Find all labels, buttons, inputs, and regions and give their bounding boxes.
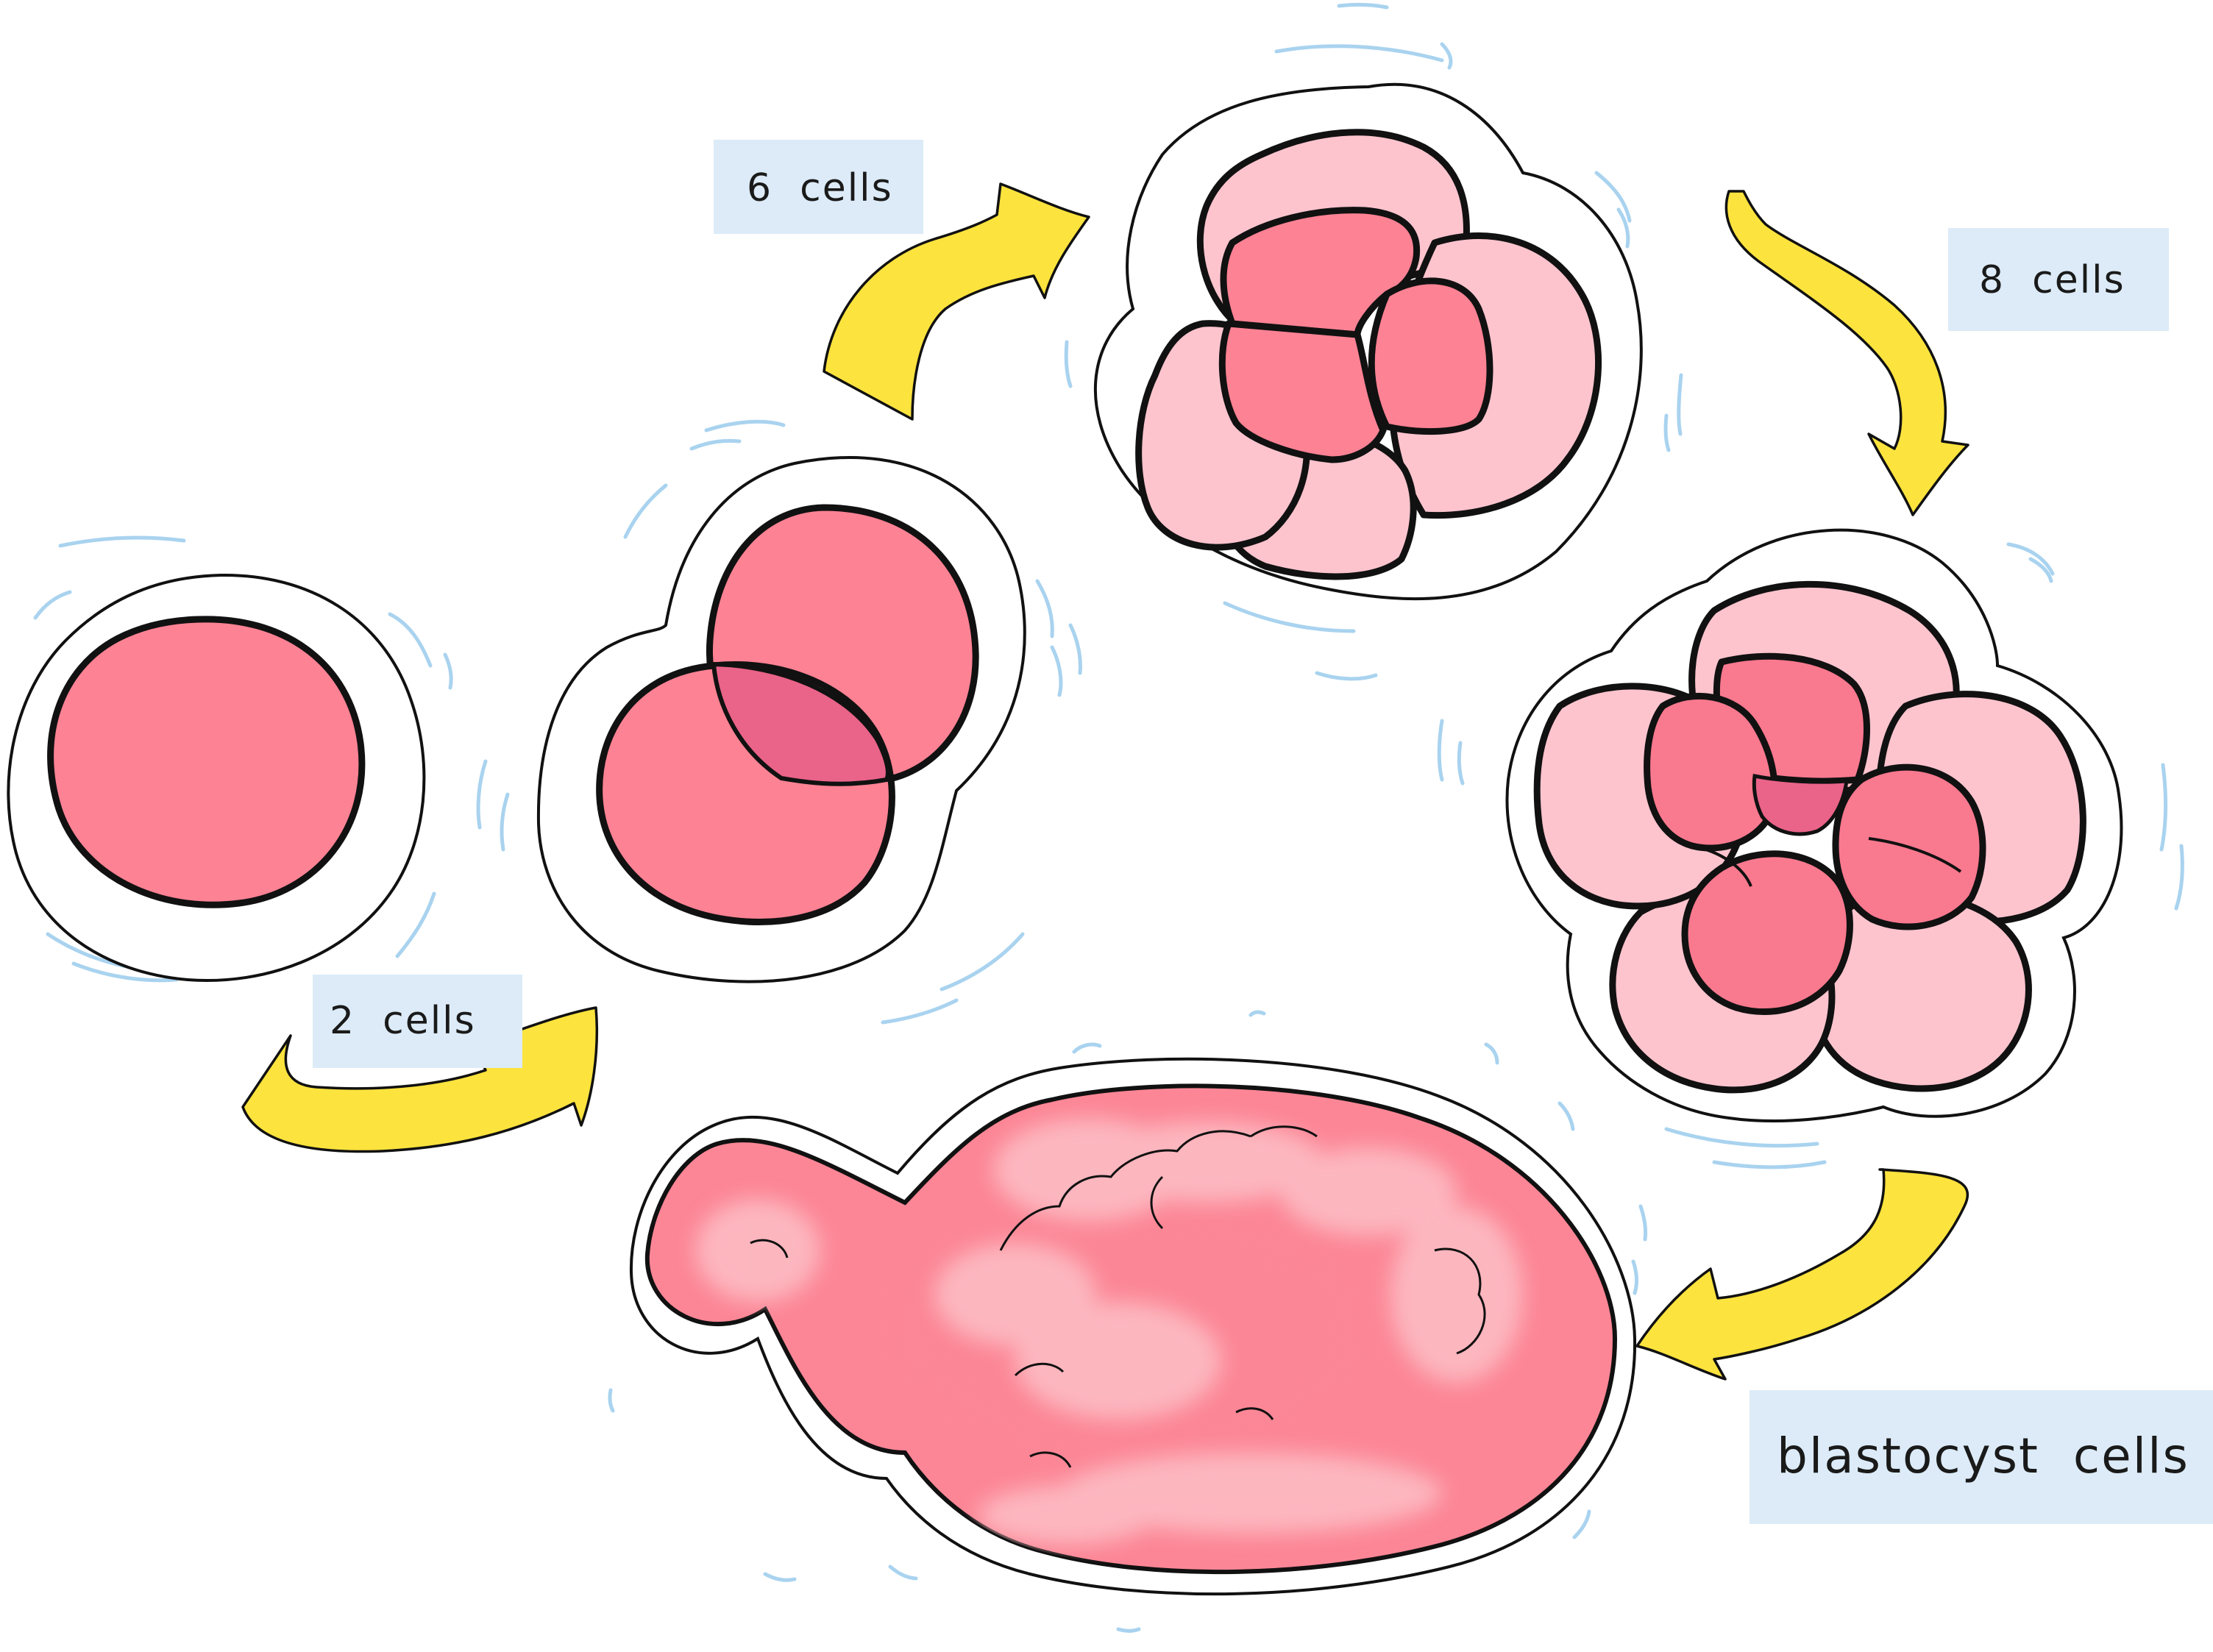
label-2-cells: 2 cells — [313, 975, 522, 1068]
inner-cell-left — [1644, 692, 1778, 852]
arrow-3 — [1724, 190, 1969, 516]
inner-cell-bottom-left — [1218, 320, 1387, 463]
motion-lines — [1437, 542, 2184, 1169]
label-6-cells-text: 6 cells — [747, 166, 893, 210]
inner-cell-mass — [695, 1118, 1523, 1545]
blastocyst-stage — [608, 1010, 1648, 1633]
four-cell-stage — [1064, 2, 1683, 681]
label-8-cells: 8 cells — [1948, 228, 2169, 331]
arrow-4 — [1635, 1168, 1969, 1381]
two-cell-stage — [476, 419, 1082, 1025]
motion-lines — [476, 419, 1082, 1025]
inner-cell-top-left — [1220, 207, 1421, 338]
inner-cell-right — [1368, 277, 1493, 435]
zygote-stage — [7, 535, 453, 983]
overlap-region — [1752, 774, 1849, 836]
label-2-cells-text: 2 cells — [330, 999, 476, 1043]
overlap-region — [711, 661, 890, 786]
eight-cell-stage — [1437, 528, 2184, 1169]
motion-lines — [33, 535, 453, 983]
label-blastocyst-cells: blastocyst cells — [1750, 1390, 2213, 1524]
motion-lines — [1064, 2, 1683, 681]
label-blastocyst-cells-text: blastocyst cells — [1777, 1428, 2189, 1484]
zygote-cell — [47, 616, 366, 908]
inner-cell-bottom — [1681, 850, 1853, 1015]
arrow-2 — [823, 182, 1090, 421]
label-8-cells-text: 8 cells — [1979, 258, 2125, 302]
label-6-cells: 6 cells — [714, 140, 923, 234]
